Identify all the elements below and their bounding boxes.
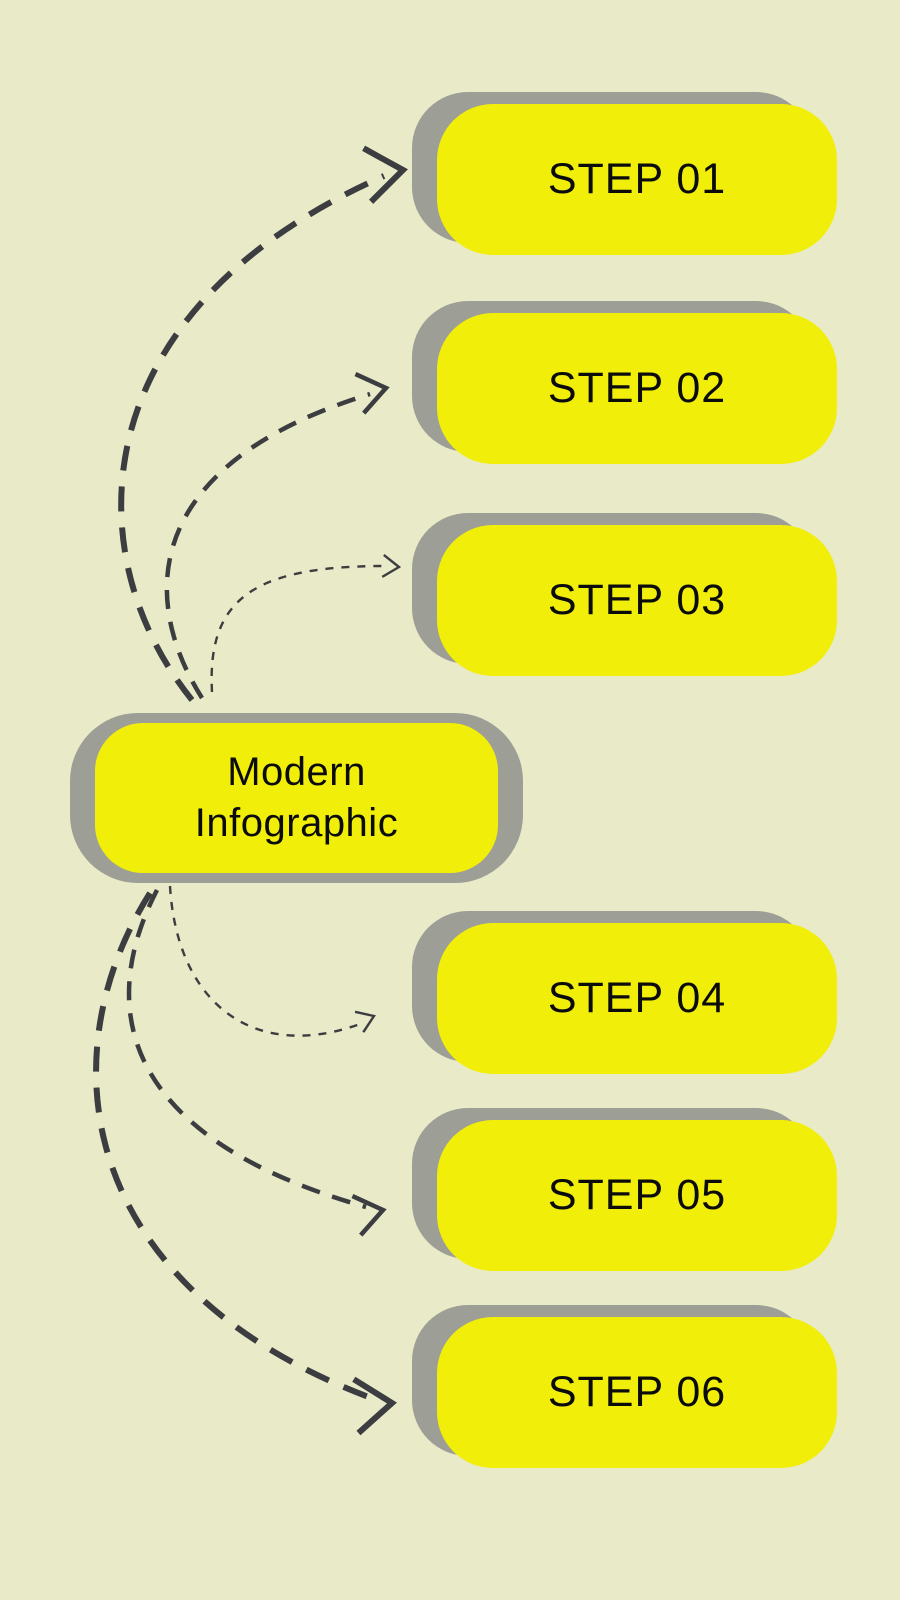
step-box: STEP 05 [437, 1120, 837, 1271]
arrow-curve [164, 391, 371, 700]
step-label: STEP 06 [547, 1368, 727, 1416]
arrowhead-icon [352, 1376, 397, 1436]
step-box: STEP 04 [437, 923, 837, 1074]
arrow-curve [126, 888, 367, 1210]
center-node-frame: Modern Infographic [70, 713, 523, 883]
arrowhead-icon [381, 553, 402, 578]
step-label: STEP 04 [547, 974, 727, 1022]
arrow-to-step-04 [168, 885, 376, 1037]
step-box: STEP 03 [437, 525, 837, 676]
arrow-to-step-03 [210, 553, 402, 693]
step-label: STEP 02 [547, 364, 727, 412]
arrow-to-step-01 [118, 145, 408, 702]
arrowhead-icon [354, 1010, 376, 1033]
arrow-curve [168, 885, 361, 1037]
center-node: Modern Infographic [95, 723, 498, 873]
arrow-curve [118, 173, 386, 702]
step-box: STEP 02 [437, 313, 837, 464]
step-card-01: STEP 01 [412, 92, 838, 256]
step-label: STEP 01 [547, 155, 727, 203]
arrow-curve [210, 564, 385, 693]
step-card-06: STEP 06 [412, 1305, 838, 1469]
arrow-curve [93, 891, 376, 1402]
step-label: STEP 05 [547, 1171, 727, 1219]
arrow-to-step-06 [93, 891, 397, 1436]
step-box: STEP 01 [437, 104, 837, 255]
arrowhead-icon [362, 145, 408, 204]
center-title-line1: Modern [227, 749, 366, 794]
step-box: STEP 06 [437, 1317, 837, 1468]
step-card-04: STEP 04 [412, 911, 838, 1075]
arrow-to-step-05 [126, 888, 387, 1237]
arrowhead-icon [351, 1194, 387, 1237]
step-label: STEP 03 [547, 576, 727, 624]
step-card-05: STEP 05 [412, 1108, 838, 1272]
arrow-to-step-02 [164, 372, 390, 700]
step-card-02: STEP 02 [412, 301, 838, 465]
step-card-03: STEP 03 [412, 513, 838, 677]
arrowhead-icon [354, 372, 390, 415]
center-title-line2: Infographic [194, 801, 399, 845]
